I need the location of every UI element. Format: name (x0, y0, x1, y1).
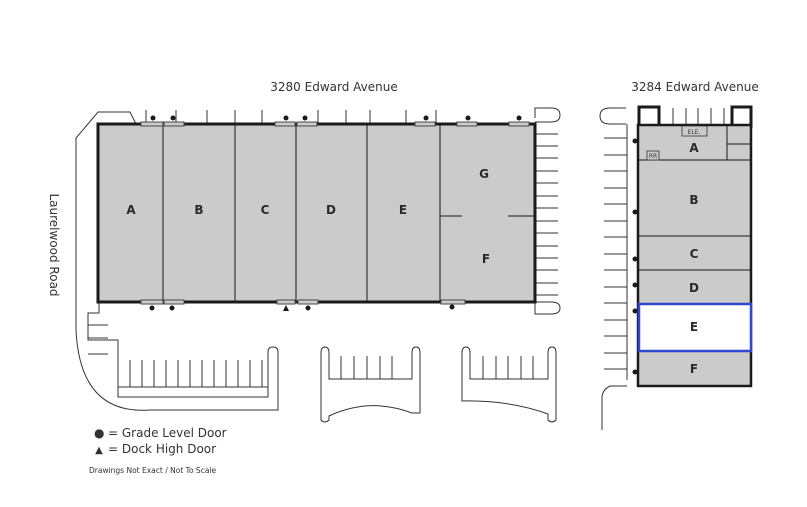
unit-label: F (482, 252, 490, 266)
street-label-3284: 3284 Edward Avenue (631, 80, 758, 94)
legend-dock-door: ▲ = Dock High Door (94, 442, 216, 456)
grade-door-icon: ● (94, 426, 105, 440)
unit-label: F (690, 362, 698, 376)
unit-label: B (194, 203, 203, 217)
building-3280: A B C D E G F (96, 115, 537, 311)
legend-grade-door: ●= Grade Level Door (94, 426, 227, 440)
unit-3284-a[interactable] (639, 126, 727, 160)
road-label: Laurelwood Road (47, 193, 61, 296)
restroom-label: RR (649, 153, 657, 160)
unit-label: C (690, 247, 699, 261)
unit-3284-e-highlight (637, 302, 753, 353)
unit-label: E (399, 203, 407, 217)
legend-dock-label: = Dock High Door (108, 442, 217, 456)
unit-label: A (689, 141, 699, 155)
legend-grade-label: = Grade Level Door (108, 426, 227, 440)
building-3284: ELE. RR A B C D E F (632, 105, 753, 388)
dock-door-icon: ▲ (95, 445, 103, 456)
unit-label: C (261, 203, 270, 217)
street-label-3280: 3280 Edward Avenue (270, 80, 397, 94)
elevator-label: ELE. (688, 129, 701, 136)
unit-label: A (126, 203, 136, 217)
unit-label: E (690, 320, 698, 334)
unit-label: D (326, 203, 336, 217)
scale-disclaimer: Drawings Not Exact / Not To Scale (89, 466, 217, 475)
unit-label: D (689, 281, 699, 295)
unit-label: G (479, 167, 489, 181)
parking-3284 (599, 107, 725, 430)
unit-label: B (689, 193, 698, 207)
